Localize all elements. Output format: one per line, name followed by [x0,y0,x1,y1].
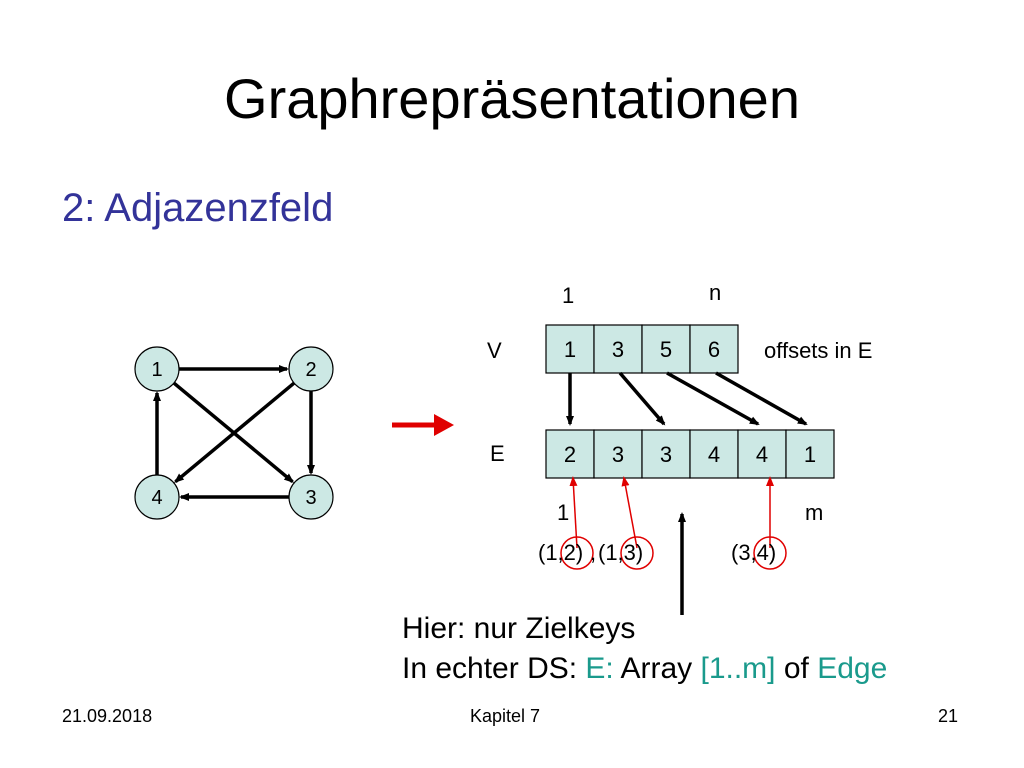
offset-arrow-3 [666,371,760,426]
edge-pointer-2 [621,476,638,549]
edge-pair-2: (1,3) [598,540,644,565]
note-of: of [775,652,818,685]
comma-highlight-2 [620,536,654,570]
v-array-label: V [487,338,502,363]
e-cell-1: 2 [545,429,595,479]
e-cell-2: 3 [593,429,643,479]
svg-text:3: 3 [612,337,624,362]
svg-text:4: 4 [708,442,720,467]
svg-text:3: 3 [305,487,316,509]
e-cell-3: 3 [641,429,691,479]
footer-chapter: Kapitel 7 [470,706,541,726]
e-cell-6: 1 [785,429,835,479]
slide-subtitle: 2: Adjazenzfeld [62,186,334,230]
note-line-2: In echter DS: E: Array [1..m] of Edge [402,652,887,686]
svg-text:3: 3 [660,442,672,467]
e-index-end: m [805,500,824,525]
comma-highlight-1 [560,536,594,570]
graph-node-3: 3 [288,474,334,520]
v-cell-4: 6 [689,324,739,374]
edge-pair-1: (1,2) [538,540,584,565]
svg-text:1: 1 [151,359,162,381]
v-caption: offsets in E [764,338,873,363]
v-cell-2: 3 [593,324,643,374]
e-index-start: 1 [557,500,570,525]
svg-text:3: 3 [612,442,624,467]
svg-text:5: 5 [660,337,672,362]
note-line-1: Hier: nur Zielkeys [402,612,636,645]
transform-arrow-head [434,414,454,436]
edge-pair-3: (3,4) [731,540,777,565]
graph-node-2: 2 [288,346,334,392]
v-cell-3: 5 [641,324,691,374]
offset-arrow-4 [715,371,808,426]
v-index-start: 1 [562,283,575,308]
svg-text:6: 6 [708,337,720,362]
note-prefix: In echter DS: [402,652,586,685]
v-index-end: n [709,280,722,305]
svg-text:4: 4 [151,487,162,509]
graph-node-4: 4 [134,474,180,520]
note-type: Edge [817,652,888,685]
note-e: E: [585,652,614,685]
graph-edge-2-4 [173,381,296,484]
svg-text:4: 4 [756,442,768,467]
note-array: Array [613,652,701,685]
e-array-label: E [490,441,505,466]
e-cell-4: 4 [689,429,739,479]
edge-pair-separator: , [590,540,597,565]
footer-page-number: 21 [938,706,959,726]
graph-node-1: 1 [134,346,180,392]
comma-highlight-3 [753,536,787,570]
svg-text:1: 1 [804,442,816,467]
page-title: Graphrepräsentationen [224,67,800,130]
note-range: [1..m] [700,652,776,685]
footer-date: 21.09.2018 [62,706,153,726]
svg-text:1: 1 [564,337,576,362]
v-cell-1: 1 [545,324,595,374]
svg-text:2: 2 [305,359,316,381]
e-cell-5: 4 [737,429,787,479]
svg-text:2: 2 [564,442,576,467]
offset-arrow-2 [618,371,666,426]
